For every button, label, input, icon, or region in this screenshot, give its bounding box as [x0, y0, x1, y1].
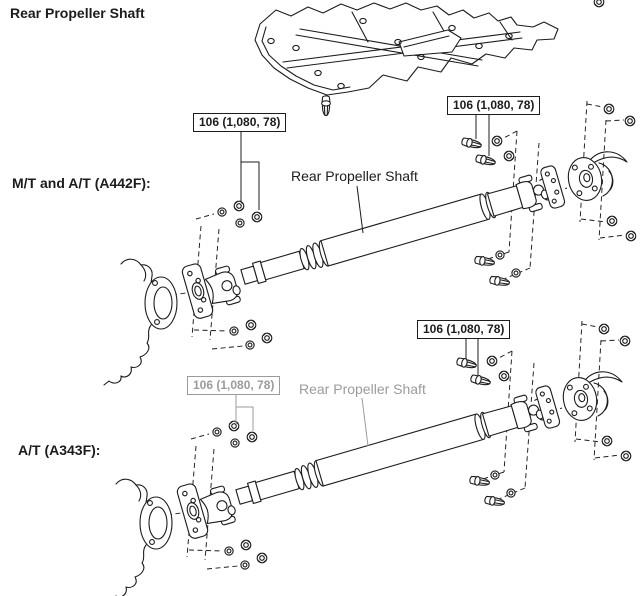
skid-plate-drawing: [254, 2, 559, 117]
torque-callout-a442f-right: 106 (1,080, 78): [447, 96, 541, 115]
shaft-assembly-a442f-drawing: [104, 101, 636, 385]
shaft-assembly-a343f-drawing: [99, 321, 631, 596]
torque-callout-a442f-left: 106 (1,080, 78): [193, 113, 287, 132]
leader-lines: [235, 115, 490, 447]
skid-plate-holes: [267, 17, 513, 90]
shaft-label-a343f: Rear Propeller Shaft: [299, 381, 426, 397]
callout-leader-a343f-left: [235, 395, 254, 431]
page-title: Rear Propeller Shaft: [10, 5, 145, 21]
callout-leader-a442f-right: [475, 115, 490, 156]
torque-callout-a343f-left: 106 (1,080, 78): [187, 376, 281, 395]
callout-leader-a343f-right: [465, 339, 479, 375]
shaft-label-leader-a343f: [361, 397, 369, 447]
torque-callout-a343f-right: 106 (1,080, 78): [417, 320, 511, 339]
section-label-a343f: A/T (A343F):: [18, 442, 101, 458]
skid-plate-bolt-icon: [321, 95, 331, 117]
section-label-a442f: M/T and A/T (A442F):: [12, 175, 151, 191]
nut-icon: [593, 0, 605, 8]
shaft-label-leader-a442f: [356, 185, 364, 234]
callout-leader-a442f-left: [240, 132, 260, 210]
shaft-label-a442f: Rear Propeller Shaft: [291, 168, 418, 184]
